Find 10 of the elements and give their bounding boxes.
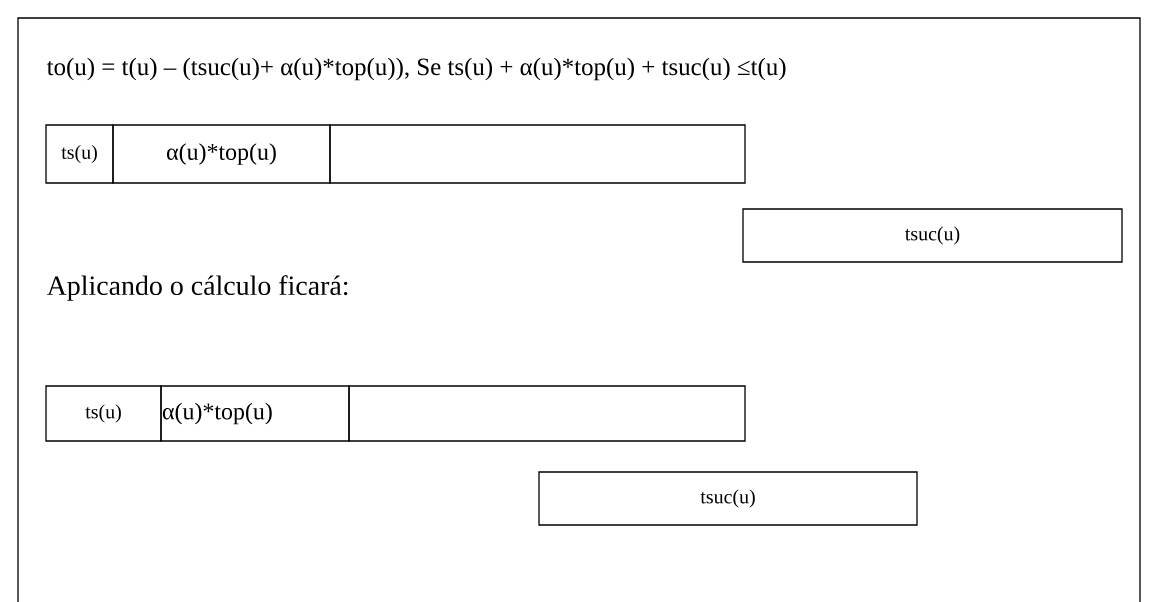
note-text: Aplicando o cálculo ficará: [46, 275, 348, 301]
segment-box: α(u)*top(u) [160, 385, 350, 442]
segment-box: tsuc(u) [742, 208, 1123, 263]
segment-box: tsuc(u) [538, 471, 918, 526]
segment-box: α(u)*top(u) [112, 124, 331, 184]
segment-box: ts(u) [45, 124, 114, 184]
segment-box: ts(u) [45, 385, 162, 442]
empty-box [348, 385, 746, 442]
empty-box [329, 124, 746, 184]
formula-heading: to(u) = t(u) – (tsuc(u)+ α(u)*top(u)), Se ts(u) + α(u)*top(u) + tsuc(u) ≤t(u) [46, 57, 786, 81]
